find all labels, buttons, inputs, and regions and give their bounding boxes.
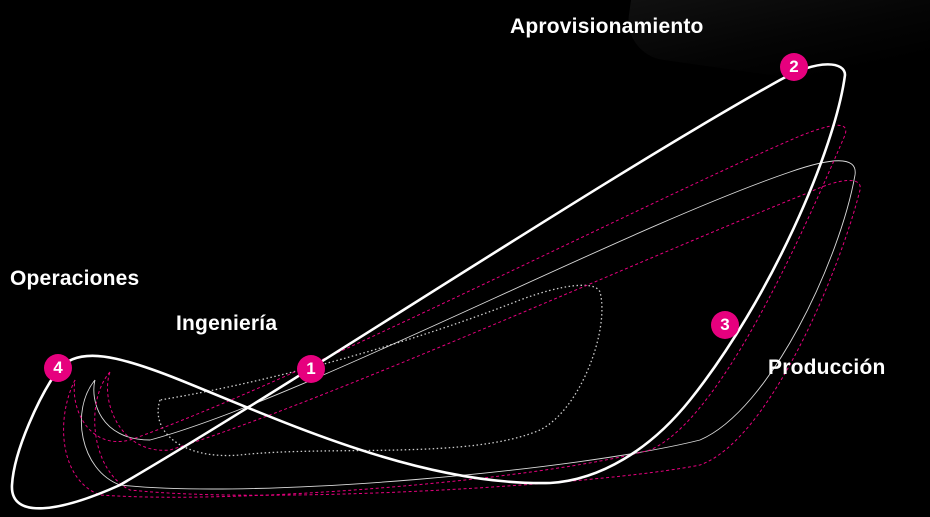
- step-4-badge: 4: [44, 354, 72, 382]
- label-produccion: Producción: [768, 356, 886, 379]
- pink-dashed-loop-a: [63, 124, 847, 498]
- step-1-badge: 1: [297, 355, 325, 383]
- main-white-loop: [10, 63, 847, 510]
- label-operaciones: Operaciones: [10, 267, 140, 290]
- step-3-badge: 3: [711, 311, 739, 339]
- pink-dashed-loop-b: [94, 179, 861, 496]
- inner-dotted-loop: [157, 284, 603, 457]
- label-ingenieria: Ingeniería: [176, 312, 278, 335]
- label-aprovisionamiento: Aprovisionamiento: [510, 15, 704, 38]
- step-2-badge: 2: [780, 53, 808, 81]
